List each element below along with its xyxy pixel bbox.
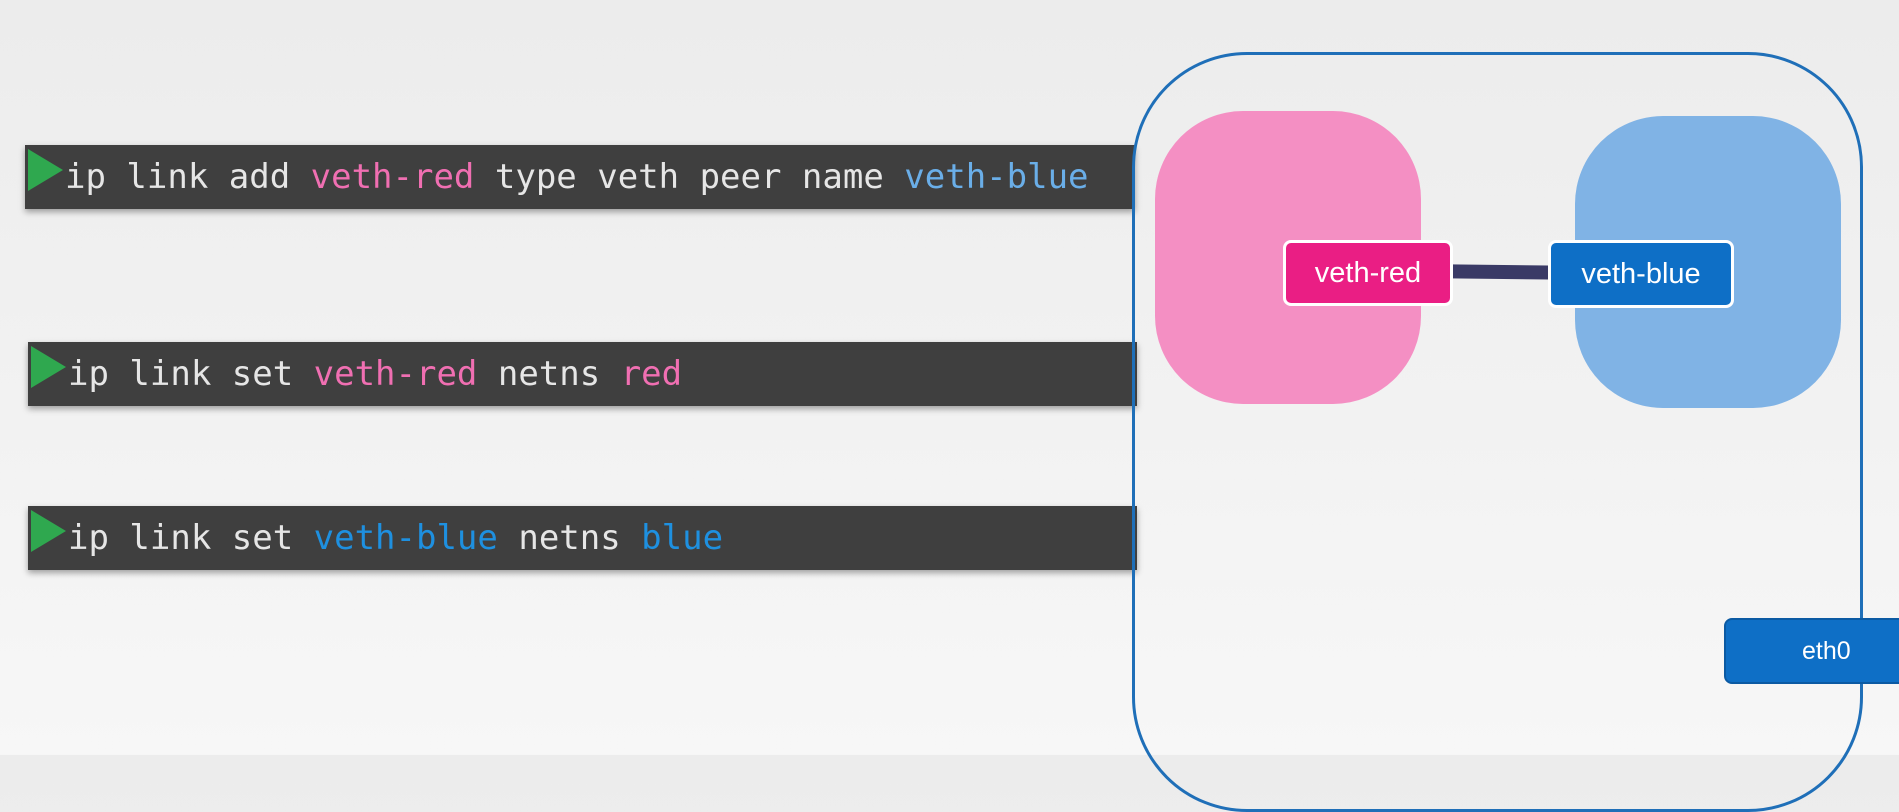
command-bar-3: ip link set veth-blue netns blue <box>28 506 1137 570</box>
command-text-2: ip link set veth-red netns red <box>68 354 683 394</box>
eth0-interface: eth0 <box>1724 618 1899 684</box>
play-prompt-icon <box>31 346 66 388</box>
command-text-1: ip link add veth-red type veth peer name… <box>65 157 1089 197</box>
play-prompt-icon <box>28 149 63 191</box>
veth-red-interface: veth-red <box>1283 240 1453 306</box>
command-bar-1: ip link add veth-red type veth peer name… <box>25 145 1135 209</box>
veth-pipe <box>1449 264 1561 280</box>
veth-blue-interface: veth-blue <box>1548 240 1734 308</box>
play-prompt-icon <box>31 510 66 552</box>
command-bar-2: ip link set veth-red netns red <box>28 342 1137 406</box>
command-text-3: ip link set veth-blue netns blue <box>68 518 724 558</box>
